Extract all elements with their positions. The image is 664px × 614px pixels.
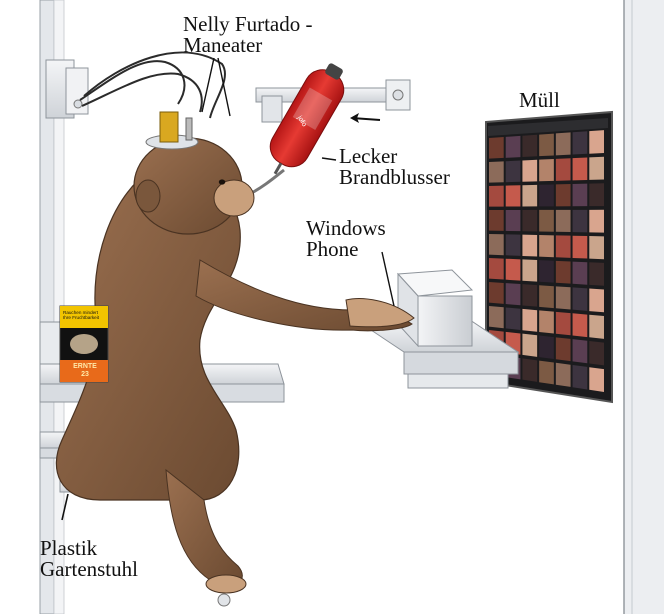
label-windows-line1: Windows [306, 216, 386, 240]
monitor-thumbnail [555, 362, 571, 387]
label-plastik-line2: Gartenstuhl [40, 557, 138, 581]
monitor-thumbnail [522, 184, 538, 207]
monitor-thumbnail [522, 284, 538, 307]
monitor-thumbnail [522, 308, 538, 332]
fire-extinguisher [269, 63, 345, 175]
monitor-thumbnail [522, 333, 538, 357]
monitor-thumbnail [539, 310, 554, 334]
monitor-thumbnail [555, 337, 571, 362]
pack-number: 23 [81, 371, 89, 378]
monitor-thumbnail [589, 209, 604, 233]
monitor-thumbnail [505, 160, 521, 183]
label-muell: Müll [519, 88, 560, 112]
extinguisher-mount [255, 79, 411, 123]
monitor-thumbnail [555, 184, 571, 207]
monitor-thumbnail [572, 287, 588, 311]
monitor-thumbnail [539, 209, 554, 232]
monitor-thumbnail [589, 340, 604, 366]
monitor-thumbnail [572, 365, 588, 390]
right-wall [623, 0, 664, 614]
monitor-thumbnail [539, 235, 554, 258]
label-windows-line2: Phone [306, 237, 359, 261]
monitor-thumbnail [589, 367, 604, 392]
monitor-thumbnail [505, 258, 521, 281]
pack-warning-line2: Ihre Fruchtbarkeit [63, 315, 99, 320]
label-nelly-furtado: Nelly Furtado -Maneater [183, 14, 312, 56]
head-electrode [145, 111, 199, 150]
monitor-thumbnail [505, 209, 521, 232]
wires [79, 51, 226, 119]
label-nelly-line1: Nelly Furtado - [183, 12, 313, 36]
monitor-thumbnail [522, 259, 538, 282]
monitor-thumbnail [489, 306, 504, 329]
monitor-thumbnail [589, 130, 604, 154]
monitor-thumbnail [505, 283, 521, 306]
monitor-thumbnail [489, 161, 504, 183]
monitor-thumbnail [539, 285, 554, 309]
monitor-thumbnail [555, 286, 571, 310]
monitor-thumbnail [572, 339, 588, 364]
monitor-thumbnail [572, 131, 588, 155]
monitor-thumbnail [522, 358, 538, 382]
arrow-icon [350, 113, 381, 123]
monitor-thumbnail [589, 288, 604, 313]
monitor-thumbnail [572, 209, 588, 233]
monitor-thumbnail [589, 183, 604, 207]
monitor-thumbnail [555, 260, 571, 284]
monitor-thumbnail [572, 157, 588, 181]
monitor-thumbnail [539, 260, 554, 283]
monitor-thumbnail [555, 158, 571, 181]
pack-brand: ERNTE [73, 363, 97, 370]
monitor-thumbnail [539, 159, 554, 182]
monitor-thumbnail [489, 234, 504, 256]
monitor-thumbnail [572, 235, 588, 259]
monitor-thumbnail [589, 156, 604, 180]
monitor-thumbnail [489, 136, 504, 159]
monitor-thumbnail [539, 335, 554, 359]
label-plastik-line1: Plastik [40, 536, 98, 560]
monitor-thumbnail [505, 135, 521, 158]
monitor-thumbnail [555, 235, 571, 258]
wall-electrode-box [45, 59, 89, 119]
label-lecker-line1: Lecker [339, 144, 398, 168]
cigarette-pack [59, 305, 109, 383]
monitor-thumbnail [589, 262, 604, 286]
monitor-thumbnail [505, 185, 521, 207]
monitor-thumbnail [539, 133, 554, 157]
monitor-thumbnail [522, 159, 538, 182]
monitor-thumbnail [522, 209, 538, 232]
monitor-thumbnail [522, 234, 538, 257]
label-pointer-lines [201, 57, 395, 307]
monitor-thumbnail [589, 236, 604, 260]
monitor-thumbnail [489, 185, 504, 207]
keyboard-block [396, 269, 474, 348]
monitor-thumbnail [589, 314, 604, 339]
monitor-thumbnail [539, 360, 554, 385]
label-lecker-line2: Brandblusser [339, 165, 450, 189]
monitor-thumbnail [489, 209, 504, 231]
monitor-thumbnail [505, 234, 521, 256]
monitor-thumbnail [489, 282, 504, 304]
monkey [55, 137, 415, 607]
label-nelly-line2: Maneater [183, 33, 263, 57]
monitor-thumbnail [572, 183, 588, 207]
monitor-thumbnail [539, 184, 554, 207]
monitor-thumbnail [572, 313, 588, 338]
monitor-thumbnail [555, 132, 571, 156]
monitor-thumbnail [489, 258, 504, 280]
monitor-thumbnail [522, 134, 538, 157]
pack-warning-line1: Rauchen mindert [63, 310, 98, 315]
monitor-thumbnail [555, 209, 571, 233]
monitor-thumbnail [555, 311, 571, 336]
monitor-thumbnail [505, 307, 521, 330]
monitor-thumbnail [572, 261, 588, 285]
